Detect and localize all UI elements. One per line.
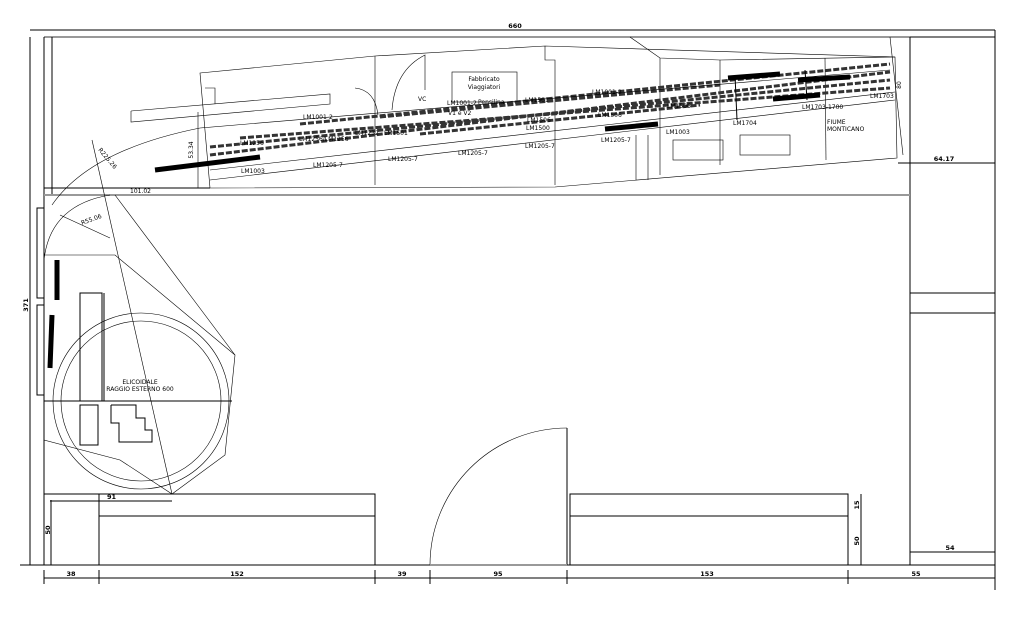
dim-right-bottom: 54 — [945, 544, 955, 552]
door-swing — [429, 427, 568, 566]
dim-helix-offset: 91 — [107, 493, 117, 501]
river-label-2: MONTICANO — [827, 126, 865, 133]
station-building-label-2: Viaggiatori — [468, 84, 501, 91]
track-label: LM1703-1700 — [802, 104, 843, 111]
track-label: LM1205-7 — [525, 143, 555, 150]
building-labels: Fabbricato Viaggiatori VC Pensilina V1 e… — [188, 76, 903, 159]
bottom-dimensions: 38 152 39 95 153 55 — [43, 570, 995, 584]
track-label: LM1001-2 — [447, 100, 477, 107]
track-label: LM1001-2 — [592, 89, 622, 96]
track-label: LM1003 — [666, 129, 690, 136]
track-label: LM1003 — [241, 168, 265, 175]
room-outline — [20, 29, 996, 590]
dim-bottom-6: 55 — [911, 570, 921, 578]
track-label: LM1506 — [598, 112, 622, 119]
dim-bottom-3: 39 — [397, 570, 407, 578]
track-label: LM1501 — [384, 130, 408, 137]
tracks-v1v2-label: V1 e V2 — [448, 110, 472, 117]
bench-left: 91 50 — [43, 493, 376, 566]
tracks — [154, 62, 896, 181]
dim-bench-right: 50 — [853, 536, 861, 546]
track-label: LM1704 — [733, 120, 757, 127]
dim-radius-inner: R55.06 — [80, 213, 103, 227]
track-label: LM1205-7 — [601, 137, 631, 144]
track-label: LM1232 — [355, 130, 379, 137]
track-label: LM1205-7 — [313, 162, 343, 169]
track-label: LM1501 — [525, 97, 549, 104]
vc-label: VC — [418, 96, 426, 103]
dim-right-strip: 64.17 — [934, 155, 955, 163]
dim-bottom-5: 153 — [700, 570, 714, 578]
river-label-1: FIUME — [827, 119, 846, 126]
dim-bottom-1: 38 — [66, 570, 76, 578]
track-label: LM1703 — [870, 93, 894, 100]
track-label: LM1256/LM1256 — [299, 136, 349, 143]
dim-bottom-4: 95 — [493, 570, 503, 578]
station-building-label-1: Fabbricato — [468, 76, 500, 83]
track-label: LM1506 — [527, 117, 551, 124]
track-label: LM1001-2 — [303, 114, 333, 121]
track-label: LM1256 — [240, 140, 264, 147]
dim-overall-height: 371 — [22, 298, 30, 312]
track-label: LM1205-7 — [388, 156, 418, 163]
helix-title: ELICOIDALE — [122, 379, 158, 386]
helix: ELICOIDALE RAGGIO ESTERNO 600 — [43, 254, 236, 495]
connecting-curve: R225.26 R55.06 101.02 — [43, 127, 236, 495]
dim-bench-left: 50 — [44, 525, 52, 535]
station-board — [44, 36, 904, 189]
helix-subtitle: RAGGIO ESTERNO 600 — [106, 386, 174, 393]
canopy-label: Pensilina — [478, 99, 505, 106]
dim-curve-offset: 101.02 — [130, 188, 151, 195]
track-labels: LM1003 LM1256 LM1001-2 LM1256/LM1256 LM1… — [240, 89, 894, 175]
dim-bottom-2: 152 — [230, 570, 244, 578]
track-label: LM1506 — [667, 103, 691, 110]
track-label: LM1500 — [526, 125, 550, 132]
dim-bench-right-top: 15 — [853, 500, 861, 510]
dim-track-band: 80 — [896, 81, 903, 89]
dim-radius-outer: R225.26 — [96, 147, 118, 171]
dim-overall-width: 660 — [508, 22, 522, 30]
bench-right: 15 50 — [569, 493, 862, 566]
dim-station-depth: 53.34 — [188, 141, 195, 158]
track-label: LM1205-7 — [458, 150, 488, 157]
